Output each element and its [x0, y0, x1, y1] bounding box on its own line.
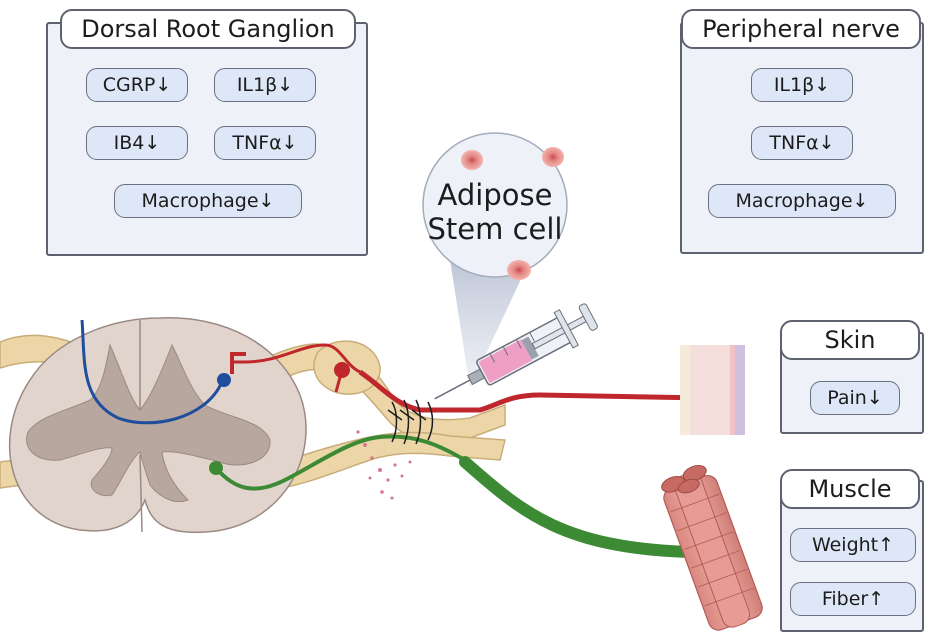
- muscle-marker-weight: Weight↑: [790, 528, 916, 562]
- bubble-line2: Stem cell: [427, 212, 563, 246]
- nerve-marker-il1b: IL1β↓: [751, 68, 853, 102]
- nerve-marker-tnfa: TNFα↓: [751, 126, 853, 160]
- skin-icon: [680, 345, 745, 435]
- syringe-icon: [434, 303, 598, 400]
- drg-panel-title: Dorsal Root Ganglion: [60, 9, 356, 49]
- bubble-line1: Adipose: [437, 178, 553, 212]
- stem-cell-icon: [542, 147, 564, 167]
- drg-marker-cgrp: CGRP↓: [86, 68, 188, 102]
- injection-droplets: [356, 430, 412, 500]
- nerve-marker-macrophage: Macrophage↓: [708, 184, 896, 218]
- muscle-panel-title: Muscle: [780, 469, 920, 509]
- ventral-root: [261, 431, 506, 491]
- bubble-label: Adipose Stem cell: [423, 178, 567, 246]
- skin-marker-pain: Pain↓: [810, 381, 900, 415]
- drg-marker-il1b: IL1β↓: [214, 68, 316, 102]
- interneuron: [80, 319, 224, 425]
- drg-marker-macrophage: Macrophage↓: [114, 184, 302, 218]
- stem-cell-icon: [507, 260, 531, 280]
- skin-panel-title: Skin: [780, 320, 920, 360]
- muscle-icon: [661, 465, 763, 631]
- suture-site: [387, 399, 434, 445]
- stem-cell-icon: [461, 150, 483, 170]
- stem-cell-bubble: [422, 132, 568, 278]
- muscle-marker-fiber: Fiber↑: [790, 582, 916, 616]
- drg-marker-ib4: IB4↓: [86, 126, 188, 160]
- drg-marker-tnfa: TNFα↓: [214, 126, 316, 160]
- interneuron-soma: [217, 373, 231, 387]
- nerve-panel-title: Peripheral nerve: [681, 9, 921, 49]
